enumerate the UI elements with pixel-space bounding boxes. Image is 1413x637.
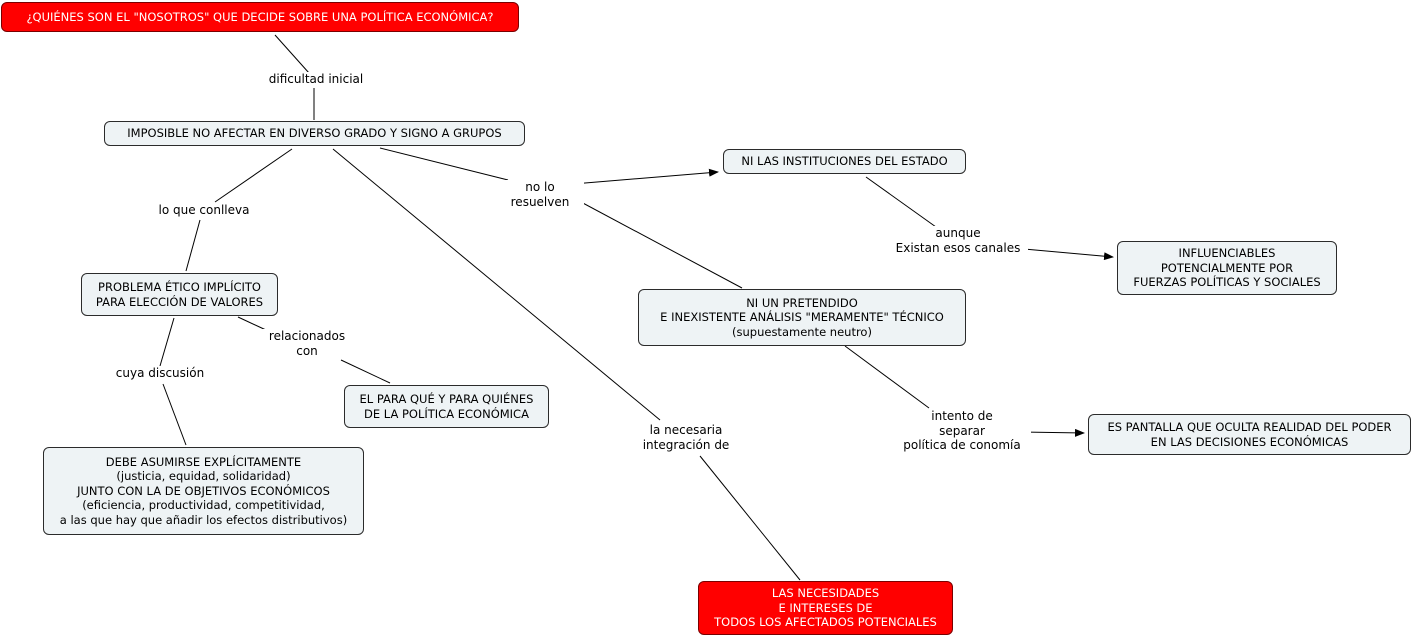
node-para-que[interactable]: EL PARA QUÉ Y PARA QUIÉNES DE LA POLÍTIC…: [344, 385, 549, 428]
edge-institutions-aunque: [865, 176, 937, 228]
node-institutions[interactable]: NI LAS INSTITUCIONES DEL ESTADO: [723, 149, 966, 174]
node-impossible[interactable]: IMPOSIBLE NO AFECTAR EN DIVERSO GRADO Y …: [104, 121, 525, 146]
node-needs[interactable]: LAS NECESIDADES E INTERESES DE TODOS LOS…: [698, 581, 953, 635]
edge-ethical-cuya: [159, 317, 175, 367]
edge-ethical-relacionados: [237, 316, 267, 331]
edge-noresuelven-institutions: [572, 168, 719, 185]
label-relacionados: relacionados con: [262, 329, 352, 358]
node-technical[interactable]: NI UN PRETENDIDO E INEXISTENTE ANÁLISIS …: [638, 289, 966, 346]
label-necesaria: la necesaria integración de: [630, 423, 742, 452]
edge-impossible-conlleva: [214, 148, 293, 203]
node-ethical[interactable]: PROBLEMA ÉTICO IMPLÍCITO PARA ELECCIÓN D…: [81, 273, 278, 316]
edge-aunque-influenciables: [1023, 248, 1114, 261]
edge-cuya-explicit: [162, 383, 187, 446]
edge-technical-intento: [844, 345, 930, 409]
label-intento: intento de separar política de conomía: [893, 409, 1031, 453]
label-aunque: aunque Existan esos canales: [888, 226, 1028, 255]
label-no-resuelven: no lo resuelven: [496, 180, 584, 209]
node-pantalla[interactable]: ES PANTALLA QUE OCULTA REALIDAD DEL PODE…: [1088, 414, 1411, 455]
edge-conlleva-ethical: [185, 219, 201, 272]
edge-intento-pantalla: [1020, 428, 1085, 437]
edge-impossible-noresuelven: [379, 147, 509, 181]
node-influenciables[interactable]: INFLUENCIABLES POTENCIALMENTE POR FUERZA…: [1117, 241, 1337, 295]
edge-impossible-necesaria: [332, 148, 661, 421]
node-question[interactable]: ¿QUIÉNES SON EL "NOSOTROS" QUE DECIDE SO…: [1, 2, 519, 32]
label-conlleva: lo que conlleva: [150, 203, 258, 218]
label-cuya: cuya discusión: [106, 366, 214, 381]
edge-noresuelven-technical: [565, 193, 743, 289]
edge-question-dificultad: [274, 34, 310, 74]
edge-relacionados-parque: [340, 359, 391, 384]
label-dificultad: dificultad inicial: [262, 72, 370, 87]
edge-necesaria-needs: [699, 455, 801, 581]
node-explicit[interactable]: DEBE ASUMIRSE EXPLÍCITAMENTE (justicia, …: [43, 447, 364, 535]
